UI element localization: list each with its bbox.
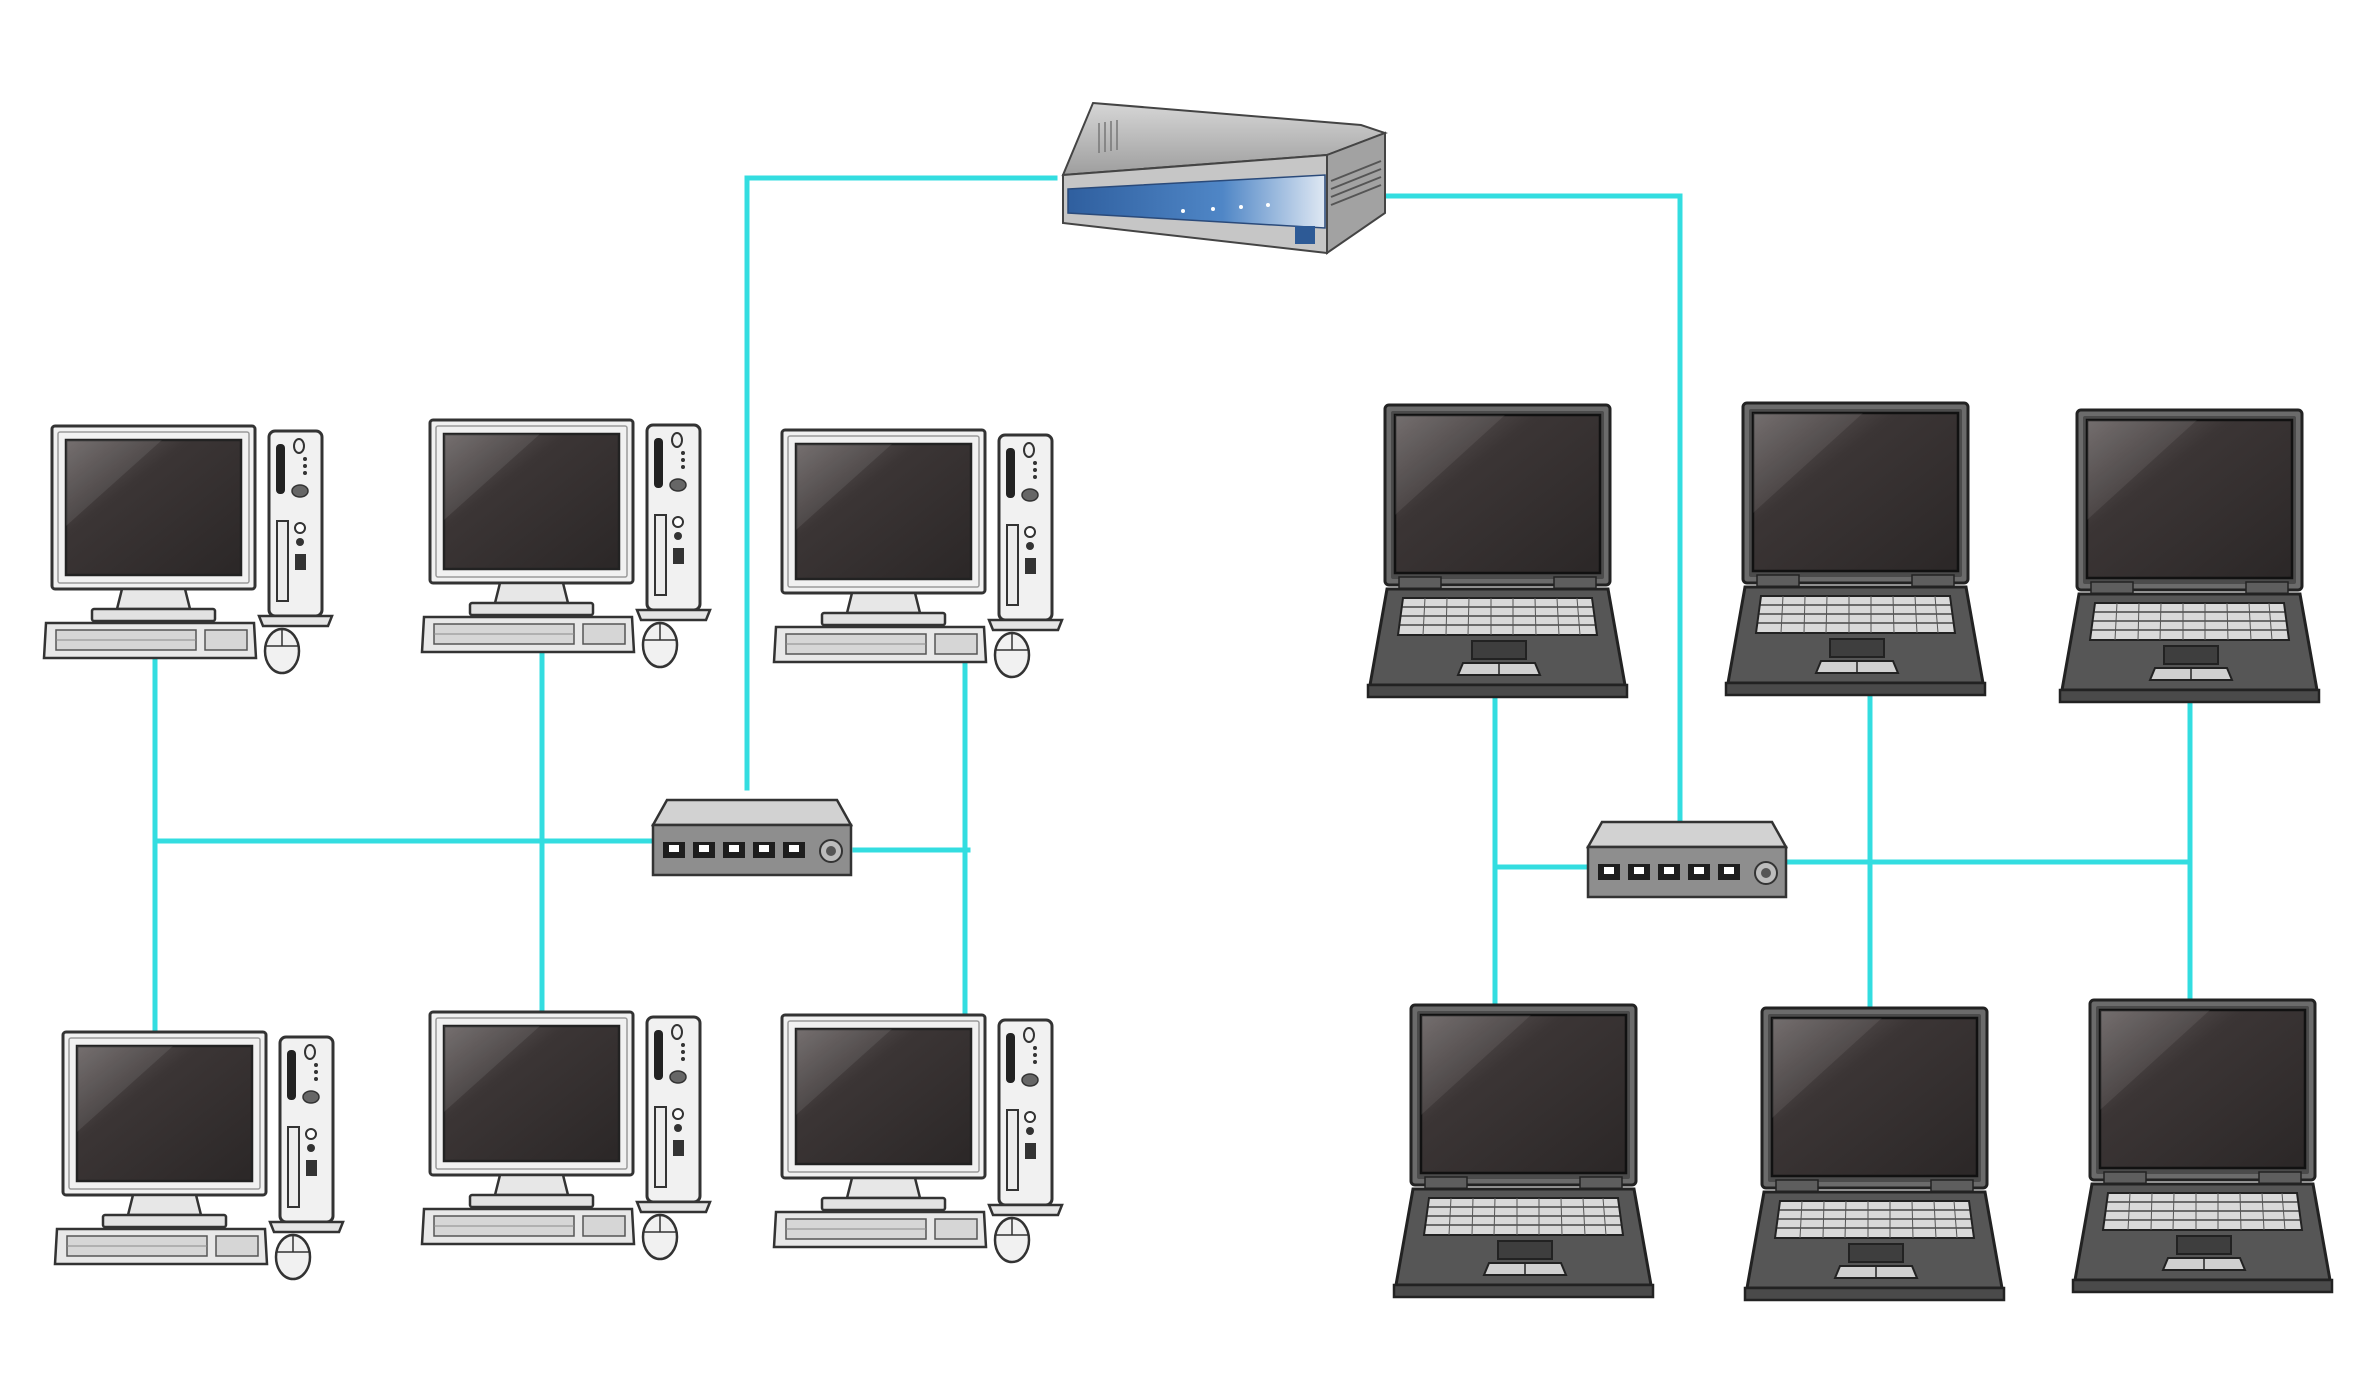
cable-router-switch-right <box>1359 193 1683 825</box>
laptop-icon <box>1724 401 1987 697</box>
desktop-computer-icon <box>420 418 712 669</box>
network-cables <box>152 175 2193 1033</box>
laptop-icon <box>2071 998 2334 1294</box>
desktop-computer-icon <box>53 1030 345 1281</box>
cable-router-switch-left <box>744 175 1058 791</box>
router-icon <box>1061 101 1388 255</box>
switch-right-icon <box>1586 820 1788 899</box>
laptop-icon <box>2058 408 2321 704</box>
switch-left-icon <box>651 798 853 877</box>
laptop-icon <box>1743 1006 2006 1302</box>
desktop-computer-icon <box>420 1010 712 1261</box>
desktop-computer-icon <box>772 428 1064 679</box>
laptop-icon <box>1366 403 1629 699</box>
desktop-computer-icon <box>772 1013 1064 1264</box>
laptop-icon <box>1392 1003 1655 1299</box>
desktop-computer-icon <box>42 424 334 675</box>
